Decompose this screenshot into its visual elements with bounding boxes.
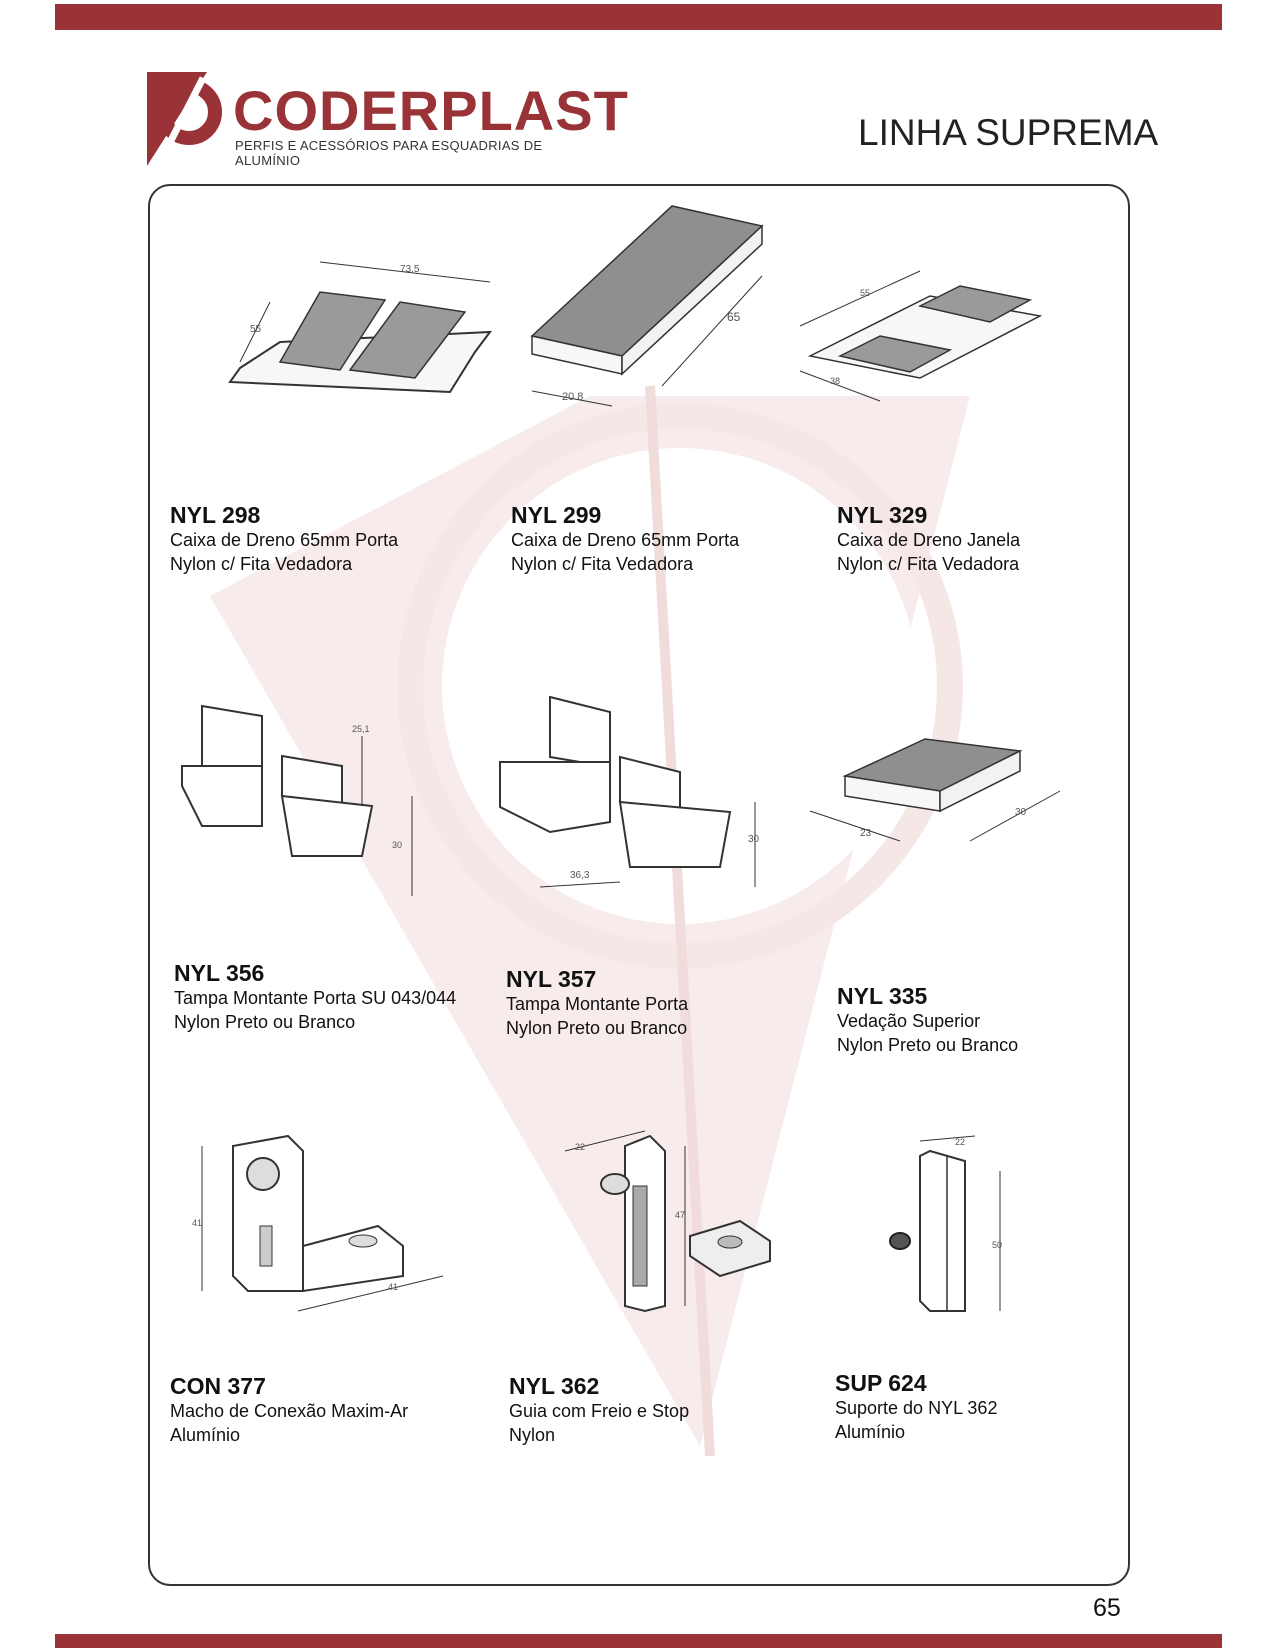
nyl-335-drawing: 23 30 — [809, 738, 1061, 842]
dim-label: 25,1 — [352, 724, 370, 734]
product-material: Nylon Preto ou Branco — [837, 1035, 1019, 1055]
nyl-329-drawing: 55 38 — [799, 270, 1043, 402]
page-title: LINHA SUPREMA — [858, 112, 1159, 153]
product-material: Alumínio — [170, 1425, 241, 1445]
brand-name: CODERPLAST — [233, 79, 629, 142]
product-description: Tampa Montante Porta — [506, 994, 689, 1014]
dim-label: 38 — [830, 376, 840, 386]
product-code: NYL 357 — [506, 966, 597, 992]
logo: CODERPLAST PERFIS E ACESSÓRIOS PARA ESQU… — [145, 70, 628, 170]
dim-label: 23 — [860, 828, 872, 839]
product-nyl-298: NYL 298 Caixa de Dreno 65mm Porta Nylon … — [170, 502, 398, 576]
logo-mark-icon — [147, 72, 222, 166]
product-sup-624: SUP 624 Suporte do NYL 362 Alumínio — [835, 1370, 997, 1444]
page-number: 65 — [1093, 1594, 1121, 1622]
product-code: NYL 329 — [837, 502, 928, 528]
product-material: Nylon c/ Fita Vedadora — [170, 554, 353, 574]
product-material: Nylon Preto ou Branco — [506, 1018, 688, 1038]
dim-label: 41 — [192, 1218, 202, 1228]
product-material: Alumínio — [835, 1422, 906, 1442]
dim-label: 50 — [992, 1240, 1002, 1250]
con-377-drawing: 41 41 — [192, 1134, 444, 1312]
product-description: Macho de Conexão Maxim-Ar — [170, 1401, 409, 1421]
dim-label: 47 — [675, 1210, 685, 1220]
dim-label: 55 — [250, 324, 262, 335]
product-code: NYL 298 — [170, 502, 261, 528]
product-material: Nylon — [509, 1425, 556, 1445]
dim-label: 30 — [1015, 807, 1027, 818]
product-material: Nylon c/ Fita Vedadora — [837, 554, 1020, 574]
product-code: NYL 299 — [511, 502, 602, 528]
product-nyl-356: NYL 356 Tampa Montante Porta SU 043/044 … — [174, 960, 456, 1034]
nyl-356-drawing: 25,1 30 — [181, 704, 413, 896]
product-code: NYL 356 — [174, 960, 265, 986]
nyl-299-drawing: 65 20.8 — [530, 205, 764, 407]
product-nyl-329: NYL 329 Caixa de Dreno Janela Nylon c/ F… — [837, 502, 1020, 576]
nyl-298-drawing: 73.5 55 — [228, 261, 493, 394]
product-code: NYL 362 — [509, 1373, 600, 1399]
product-code: NYL 335 — [837, 983, 928, 1009]
product-nyl-357: NYL 357 Tampa Montante Porta Nylon Preto… — [506, 966, 688, 1040]
product-con-377: CON 377 Macho de Conexão Maxim-Ar Alumín… — [170, 1373, 408, 1447]
catalog-panel: 73.5 55 65 20.8 55 38 NYL 298 Caixa de D… — [148, 184, 1130, 1586]
dim-label: 55 — [860, 288, 870, 298]
dim-label: 22 — [575, 1142, 585, 1152]
product-description: Guia com Freio e Stop — [509, 1401, 690, 1421]
product-description: Caixa de Dreno 65mm Porta — [511, 530, 740, 550]
dim-label: 30 — [748, 834, 760, 845]
dim-label: 22 — [955, 1137, 965, 1147]
brand-tagline: PERFIS E ACESSÓRIOS PARA ESQUADRIAS DE A… — [235, 138, 543, 168]
product-material: Nylon c/ Fita Vedadora — [511, 554, 694, 574]
product-description: Caixa de Dreno Janela — [837, 530, 1021, 550]
dim-label: 30 — [392, 840, 402, 850]
product-nyl-299: NYL 299 Caixa de Dreno 65mm Porta Nylon … — [511, 502, 739, 576]
top-band — [55, 4, 1222, 30]
product-nyl-335: NYL 335 Vedação Superior Nylon Preto ou … — [837, 983, 1018, 1057]
product-description: Vedação Superior — [837, 1011, 981, 1031]
product-nyl-362: NYL 362 Guia com Freio e Stop Nylon — [509, 1373, 689, 1447]
product-code: SUP 624 — [835, 1370, 927, 1396]
dim-label: 36,3 — [570, 870, 590, 881]
product-description: Caixa de Dreno 65mm Porta — [170, 530, 399, 550]
bottom-band — [55, 1634, 1222, 1648]
sup-624-drawing: 22 50 — [889, 1135, 1002, 1312]
product-description: Tampa Montante Porta SU 043/044 — [174, 988, 457, 1008]
nyl-357-drawing: 30 36,3 — [499, 695, 760, 888]
dim-label: 20.8 — [562, 391, 583, 403]
product-material: Nylon Preto ou Branco — [174, 1012, 356, 1032]
dim-label: 65 — [727, 310, 741, 324]
product-description: Suporte do NYL 362 — [835, 1398, 998, 1418]
nyl-362-drawing: 22 47 — [564, 1130, 771, 1313]
dim-label: 73.5 — [400, 264, 420, 275]
dim-label: 41 — [388, 1282, 398, 1292]
product-code: CON 377 — [170, 1373, 266, 1399]
